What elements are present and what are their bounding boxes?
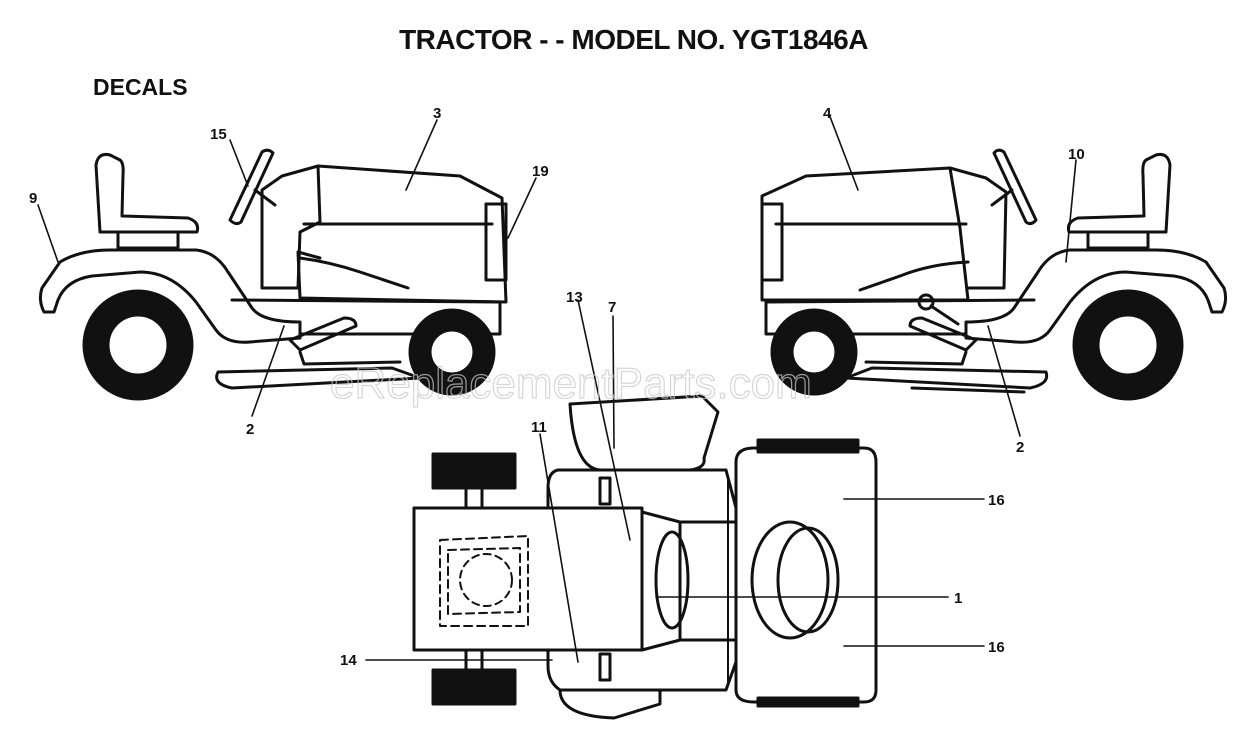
callout-11: 11 xyxy=(531,419,547,436)
callout-2-right: 2 xyxy=(1016,439,1024,456)
callout-16-top: 16 xyxy=(988,492,1005,509)
callout-13: 13 xyxy=(566,289,583,306)
callout-16-bottom: 16 xyxy=(988,639,1005,656)
right-side-view xyxy=(760,148,1228,401)
callout-labels: 3 15 9 19 2 4 10 2 13 7 11 14 16 1 16 xyxy=(29,105,1085,669)
callout-10: 10 xyxy=(1068,146,1085,163)
callout-19: 19 xyxy=(532,163,549,180)
diagram-title: TRACTOR - - MODEL NO. YGT1846A xyxy=(399,24,868,55)
callout-7: 7 xyxy=(608,299,616,316)
callout-4: 4 xyxy=(823,105,832,122)
callout-15: 15 xyxy=(210,126,227,143)
section-heading: DECALS xyxy=(93,74,188,100)
callout-2-left: 2 xyxy=(246,421,254,438)
callout-14: 14 xyxy=(340,652,357,669)
left-side-view xyxy=(38,148,508,401)
leader-lines xyxy=(37,113,1077,663)
callout-9: 9 xyxy=(29,190,37,207)
callout-1: 1 xyxy=(954,590,962,607)
top-view xyxy=(412,394,878,720)
callout-3: 3 xyxy=(433,105,441,122)
watermark: eReplacementParts.com xyxy=(330,359,812,408)
